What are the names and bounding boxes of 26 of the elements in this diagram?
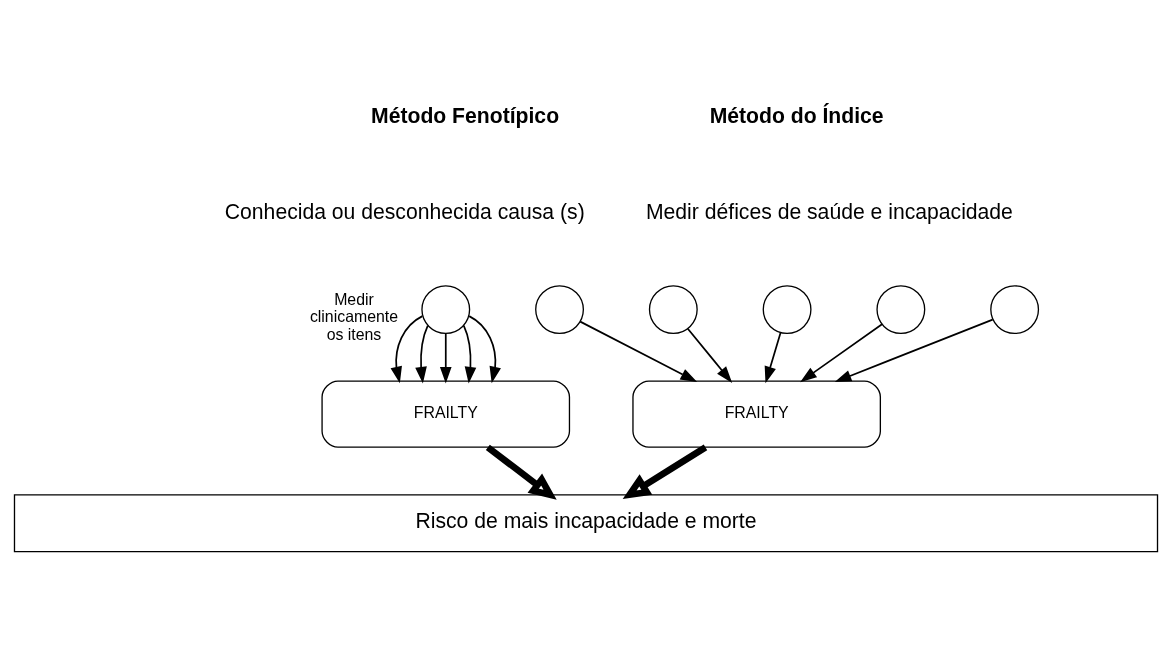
arrow: [834, 318, 994, 382]
arrow: [390, 314, 424, 383]
node-circle: [648, 284, 698, 334]
node-circle: [876, 284, 926, 334]
arrow: [800, 322, 883, 382]
label: Método do Índice: [709, 103, 884, 127]
node-box: FRAILTY: [632, 379, 881, 448]
node-circle: [421, 284, 471, 334]
node-circle: [535, 284, 584, 334]
arrow: [579, 320, 698, 382]
edge-label: Medir clinicamente os itens: [309, 290, 399, 343]
node-box: FRAILTY: [321, 379, 571, 448]
arrow: [415, 324, 429, 384]
arrow: [439, 332, 452, 384]
label: Método Fenotípico: [371, 103, 560, 127]
arrow: [622, 444, 708, 499]
arrow: [462, 324, 477, 384]
label: Conhecida ou desconhecida causa (s): [224, 199, 585, 223]
node-circle: [762, 284, 812, 334]
arrow: [764, 331, 782, 383]
arrow: [468, 314, 501, 383]
arrow: [485, 444, 557, 500]
node-circle: [990, 284, 1040, 334]
label: Medir défices de saúde e incapacidade: [645, 199, 1013, 223]
arrow: [686, 327, 733, 383]
node-box: Risco de mais incapacidade e morte: [13, 493, 1159, 552]
